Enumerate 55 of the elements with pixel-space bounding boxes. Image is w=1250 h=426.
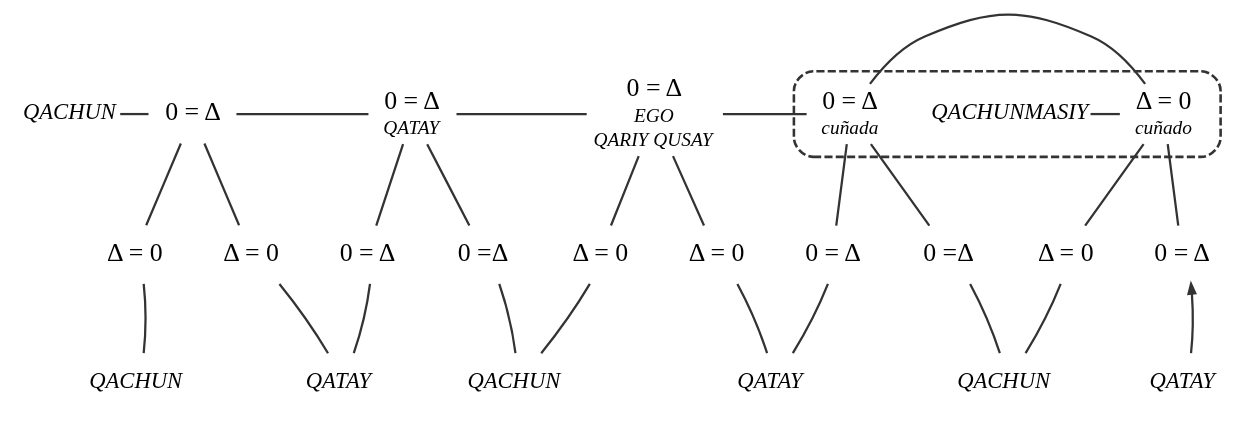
connector <box>142 283 147 354</box>
connector <box>278 283 329 354</box>
connector <box>835 144 848 226</box>
connector <box>498 283 517 354</box>
connector <box>671 155 706 226</box>
cluster <box>792 69 1222 159</box>
connector <box>120 112 149 116</box>
node-text: 0 = Δ <box>165 97 221 127</box>
arrow <box>1187 280 1197 354</box>
node-text: QACHUN <box>957 367 1051 393</box>
connector <box>540 283 591 354</box>
node-text: Δ = 0 <box>688 237 745 267</box>
connector <box>969 283 1001 354</box>
node-text: Δ = 0 <box>106 237 163 267</box>
connector <box>791 283 829 354</box>
connector <box>1084 143 1145 227</box>
node-label: EGO <box>633 104 674 126</box>
connector <box>1166 144 1180 226</box>
node-text: 0 = Δ <box>384 85 440 115</box>
node-text: Δ = 0 <box>1037 237 1094 267</box>
node-text: 0 = Δ <box>805 237 861 267</box>
node-text: 0 =Δ <box>457 237 509 267</box>
node-text: 0 = Δ <box>1154 237 1210 267</box>
node-label: QARIY QUSAY <box>593 128 713 150</box>
connector <box>375 143 405 226</box>
connector <box>456 112 587 116</box>
connector <box>1024 283 1062 354</box>
connector <box>236 112 369 116</box>
connector <box>870 143 931 227</box>
node-label: cuñada <box>821 117 879 139</box>
connector <box>1090 112 1120 116</box>
node-label: QATAY <box>383 117 440 139</box>
connector <box>352 283 372 354</box>
node-text: QATAY <box>737 367 803 393</box>
connector <box>609 155 640 226</box>
node-text: 0 = Δ <box>339 237 396 267</box>
node-label: cuñado <box>1134 117 1192 139</box>
connector <box>145 143 182 226</box>
node-text: QACHUN <box>89 367 183 393</box>
node-text: QATAY <box>1149 367 1215 393</box>
node-text: QACHUN <box>22 99 116 125</box>
node-text: QACHUNMASIY <box>931 99 1089 125</box>
node-text: 0 = Δ <box>822 85 878 115</box>
node-text: 0 = Δ <box>626 72 683 102</box>
connector <box>736 283 769 354</box>
node-text: Δ = 0 <box>223 237 280 267</box>
connector <box>722 112 807 116</box>
node-text: Δ = 0 <box>1135 85 1192 115</box>
connector <box>426 143 471 227</box>
connector <box>869 13 1146 85</box>
node-text: 0 =Δ <box>923 237 974 267</box>
node-text: Δ = 0 <box>572 237 629 267</box>
node-text: QACHUN <box>467 367 561 393</box>
connector <box>203 143 241 226</box>
node-text: QATAY <box>305 367 372 393</box>
